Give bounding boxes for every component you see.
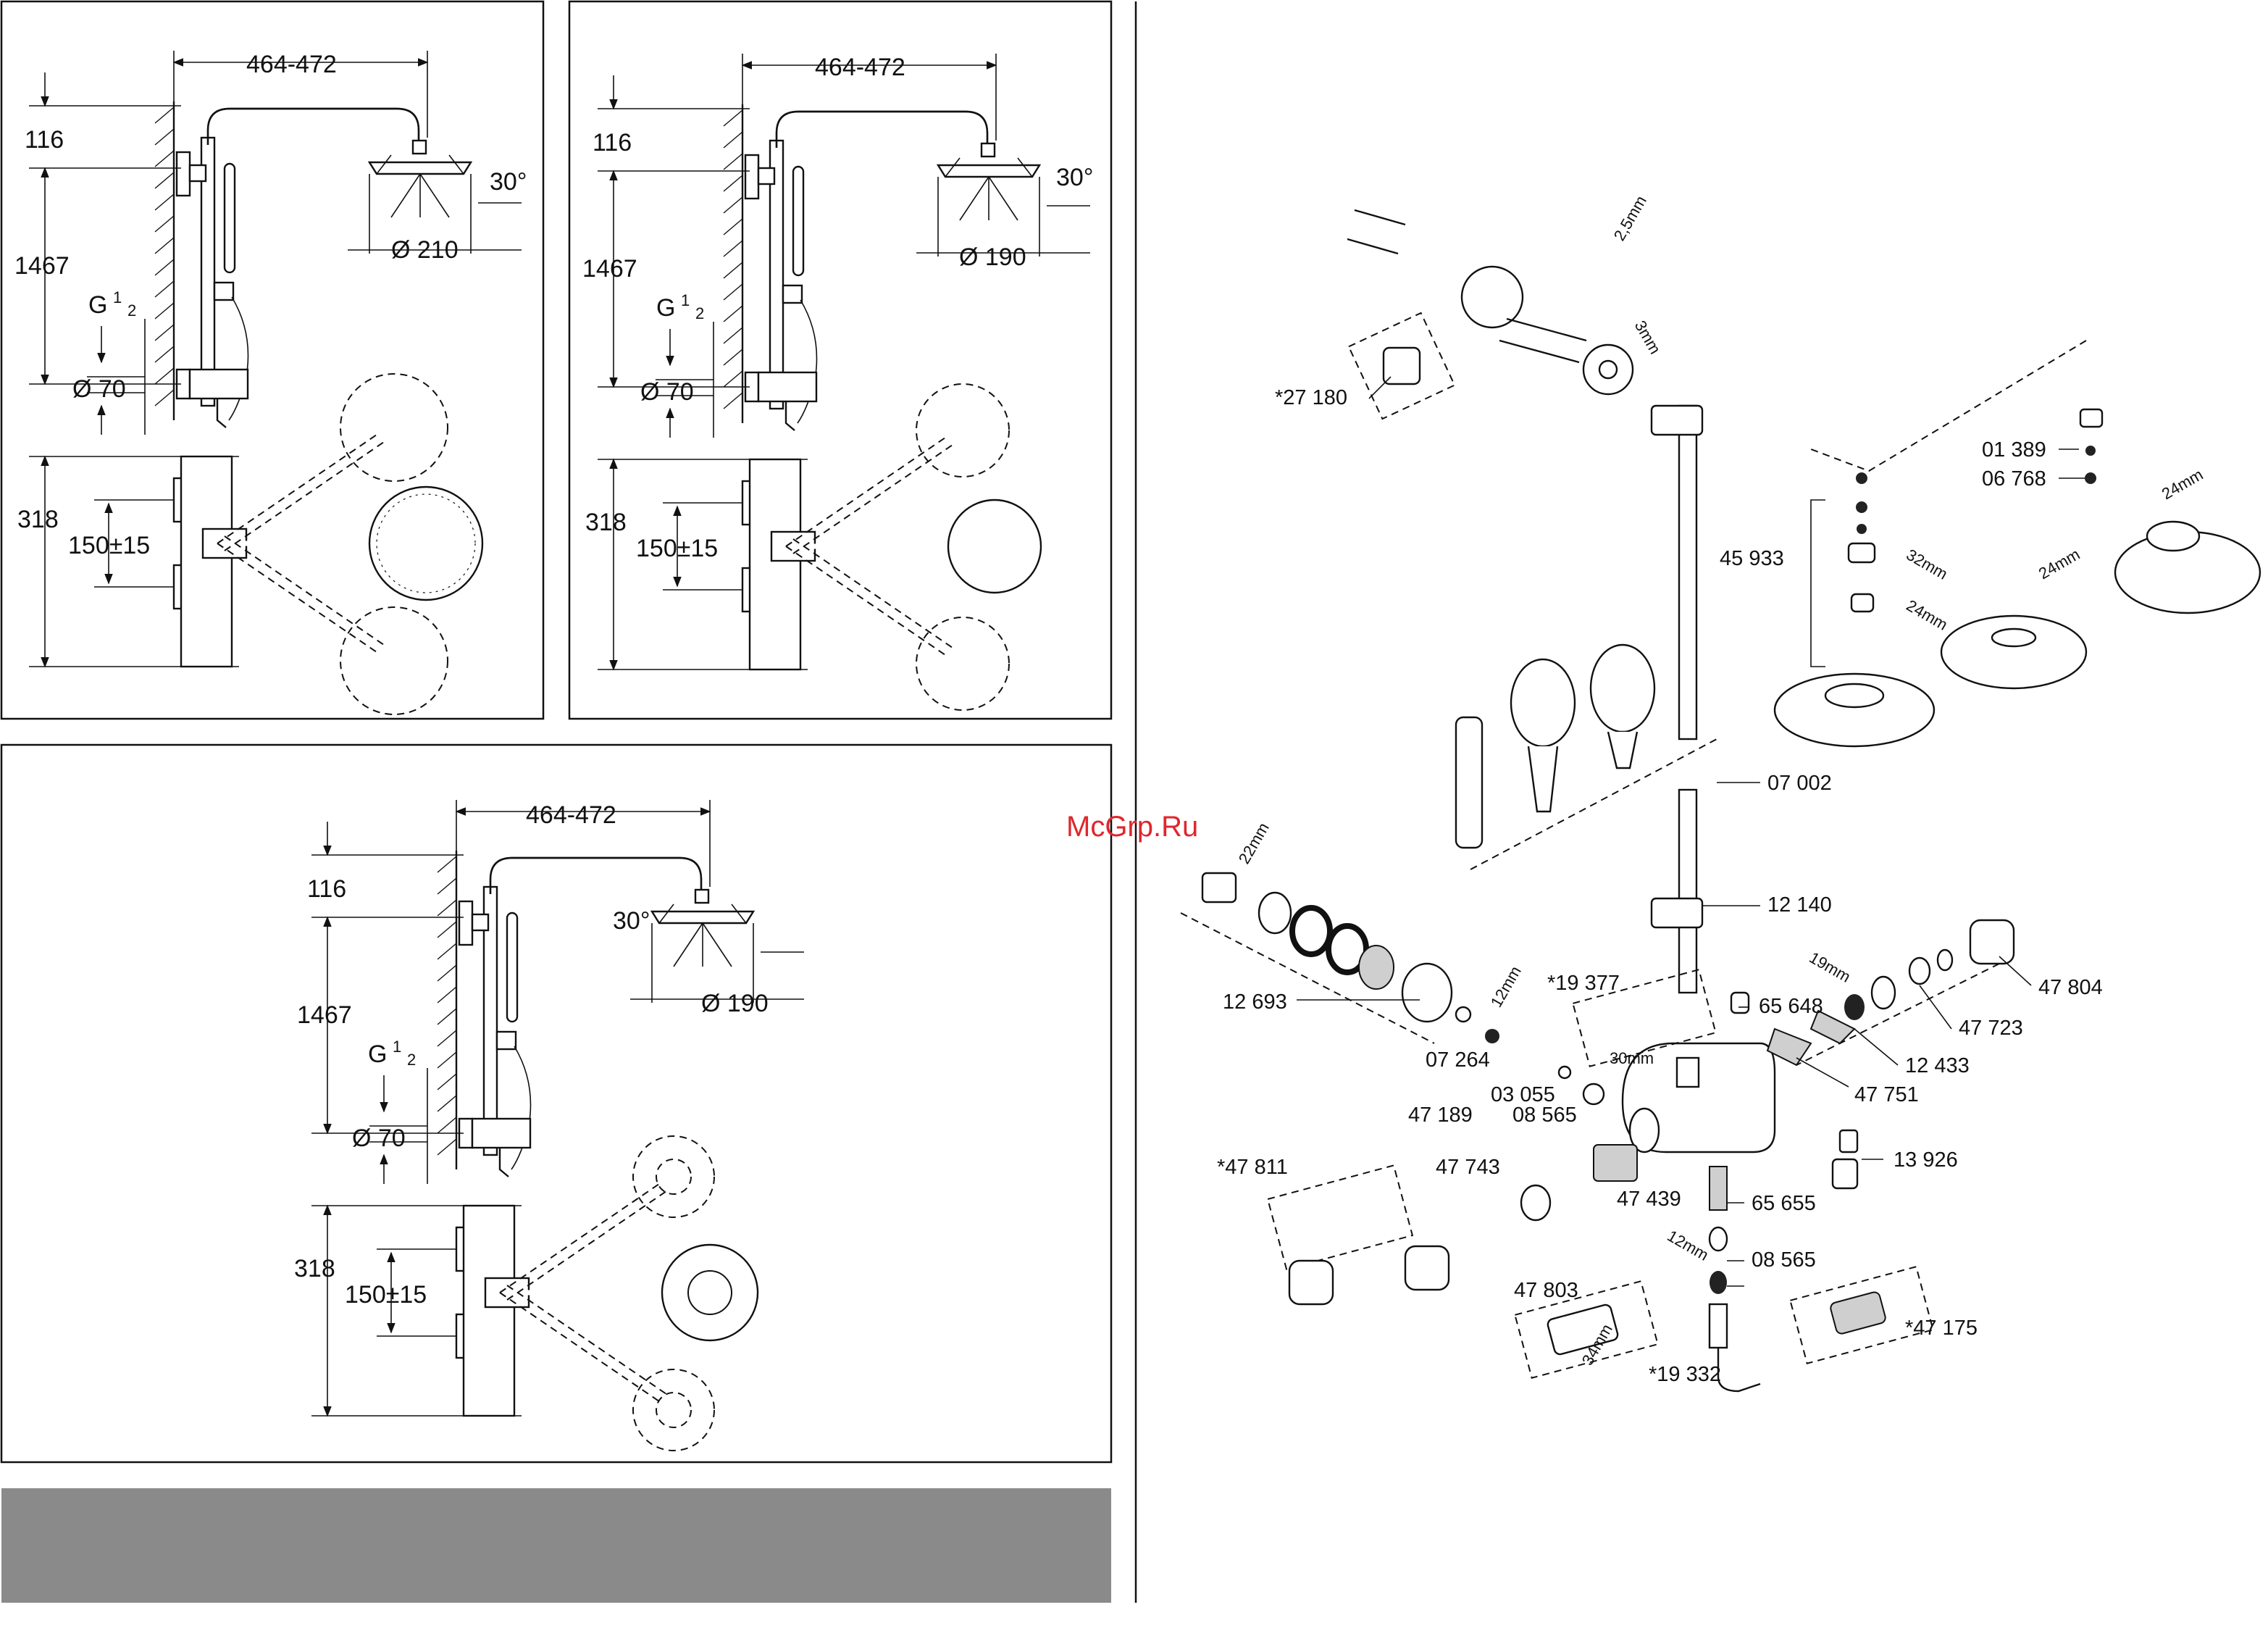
panel-a-dimension-drawing: 464-472 116 1467 G 1 2 Ø 70 318 150±15 3… <box>0 0 545 720</box>
part-number-labels: *27 180 01 389 06 768 45 933 07 002 12 1… <box>1217 386 2103 1386</box>
lower-slider <box>1650 897 1704 929</box>
panel-a-head-dia: Ø 210 <box>391 236 459 264</box>
panel-b-height-116: 116 <box>593 129 632 157</box>
stick-hand-shower <box>1455 716 1484 849</box>
tool-wrench-24mm-c: 24mm <box>2159 465 2206 503</box>
part-12140: 12 140 <box>1767 893 1832 917</box>
panel-c-thread-sub: 2 <box>407 1051 416 1069</box>
panel-c-arm-length: 464-472 <box>526 801 616 829</box>
tool-wrench-32mm: 32mm <box>1904 546 1951 583</box>
panel-c-inlet-dia: Ø 70 <box>352 1125 406 1152</box>
head-round-medium <box>1940 614 2088 690</box>
part-leader-lines <box>1297 376 2085 1287</box>
tool-hex-12mm-a: 12mm <box>1487 963 1525 1010</box>
part-47189: 47 189 <box>1408 1104 1473 1127</box>
part-07264: 07 264 <box>1426 1048 1490 1072</box>
panel-a-thread-sup: 1 <box>113 288 122 306</box>
part-06768: 06 768 <box>1982 467 2046 491</box>
tool-wrench-19mm: 19mm <box>1807 948 1854 986</box>
tool-wrench-24mm-a: 24mm <box>1904 596 1951 634</box>
panel-b-height-318: 318 <box>585 509 627 536</box>
panel-a-thread: G <box>88 291 107 319</box>
part-12693: 12 693 <box>1223 990 1287 1014</box>
tool-wrench-30mm: 30mm <box>1610 1049 1654 1067</box>
part-47804: 47 804 <box>2038 976 2103 999</box>
panel-c-height-1467: 1467 <box>297 1001 352 1029</box>
panel-b-thread-sub: 2 <box>695 304 704 322</box>
part-27180: *27 180 <box>1275 386 1347 409</box>
panel-c-height-116: 116 <box>307 875 346 903</box>
exploded-parts-view <box>1180 209 2261 1393</box>
tool-hex-12mm-b: 12mm <box>1665 1227 1712 1264</box>
part-12433: 12 433 <box>1905 1054 1970 1077</box>
footer-bar <box>1 1488 1111 1603</box>
tool-hex-2-5mm: 2,5mm <box>1610 193 1650 244</box>
hand-shower-b <box>1589 643 1656 733</box>
panel-a-arm-length: 464-472 <box>246 51 337 78</box>
hand-shower-a <box>1510 658 1576 748</box>
part-47811: *47 811 <box>1217 1156 1288 1179</box>
panel-c-thread: G <box>368 1040 387 1068</box>
panel-b-head-dia: Ø 190 <box>959 243 1026 271</box>
part-45933: 45 933 <box>1720 547 1784 570</box>
part-01389: 01 389 <box>1982 438 2046 462</box>
tool-wrench-22mm: 22mm <box>1235 819 1273 867</box>
panel-a-head-plan <box>368 485 484 601</box>
part-08565-b: 08 565 <box>1752 1248 1816 1272</box>
part-65655: 65 655 <box>1752 1192 1816 1215</box>
panel-b-angle: 30° <box>1056 164 1093 191</box>
panel-b-thread-sup: 1 <box>681 291 690 309</box>
panel-a-thread-sub: 2 <box>127 301 136 320</box>
part-19332: *19 332 <box>1649 1363 1721 1386</box>
part-03055: 03 055 <box>1491 1083 1555 1106</box>
part-47439: 47 439 <box>1617 1188 1681 1211</box>
panel-b-dimension-drawing: 464-472 116 1467 G 1 2 Ø 70 318 150±15 3… <box>568 0 1113 720</box>
part-65648: 65 648 <box>1759 995 1823 1018</box>
part-47743: 47 743 <box>1436 1156 1500 1179</box>
panel-a-height-116: 116 <box>25 126 64 154</box>
panel-c-head-dia: Ø 190 <box>701 990 769 1017</box>
panel-c-head-plan <box>661 1243 759 1342</box>
panel-a-height-318: 318 <box>17 506 59 533</box>
panel-a-inlet-dia: Ø 70 <box>72 375 126 403</box>
tool-hex-3mm: 3mm <box>1631 317 1665 357</box>
panel-b-arm-length: 464-472 <box>815 54 905 81</box>
head-round-large <box>1773 672 1936 748</box>
panel-b-spacing: 150±15 <box>636 535 718 562</box>
panel-a-spacing: 150±15 <box>68 532 150 559</box>
part-19377: *19 377 <box>1547 972 1620 995</box>
panel-c-dimension-drawing: 464-472 116 1467 G 1 2 Ø 70 318 150±15 3… <box>0 743 1113 1464</box>
panel-b-head-plan <box>947 498 1042 594</box>
panel-c-angle: 30° <box>613 907 650 935</box>
panel-b-inlet-dia: Ø 70 <box>640 378 694 406</box>
watermark: McGrp.Ru <box>1066 811 1198 843</box>
part-47803: 47 803 <box>1514 1279 1578 1302</box>
upper-slider <box>1650 404 1704 436</box>
panel-b-thread: G <box>656 294 675 322</box>
tool-wrench-24mm-b: 24mm <box>2035 545 2083 583</box>
panel-a-angle: 30° <box>490 168 527 196</box>
panel-c-thread-sup: 1 <box>393 1038 401 1056</box>
panel-b-height-1467: 1467 <box>582 255 637 283</box>
part-08565-a: 08 565 <box>1512 1104 1577 1127</box>
part-47723: 47 723 <box>1959 1017 2023 1040</box>
part-47751: 47 751 <box>1854 1083 1919 1106</box>
part-07002: 07 002 <box>1767 772 1832 795</box>
panel-c-height-318: 318 <box>294 1255 335 1282</box>
panel-a-height-1467: 1467 <box>14 252 70 280</box>
panel-c-spacing: 150±15 <box>345 1281 427 1309</box>
part-13926: 13 926 <box>1894 1148 1958 1172</box>
part-47175: *47 175 <box>1905 1317 1978 1340</box>
